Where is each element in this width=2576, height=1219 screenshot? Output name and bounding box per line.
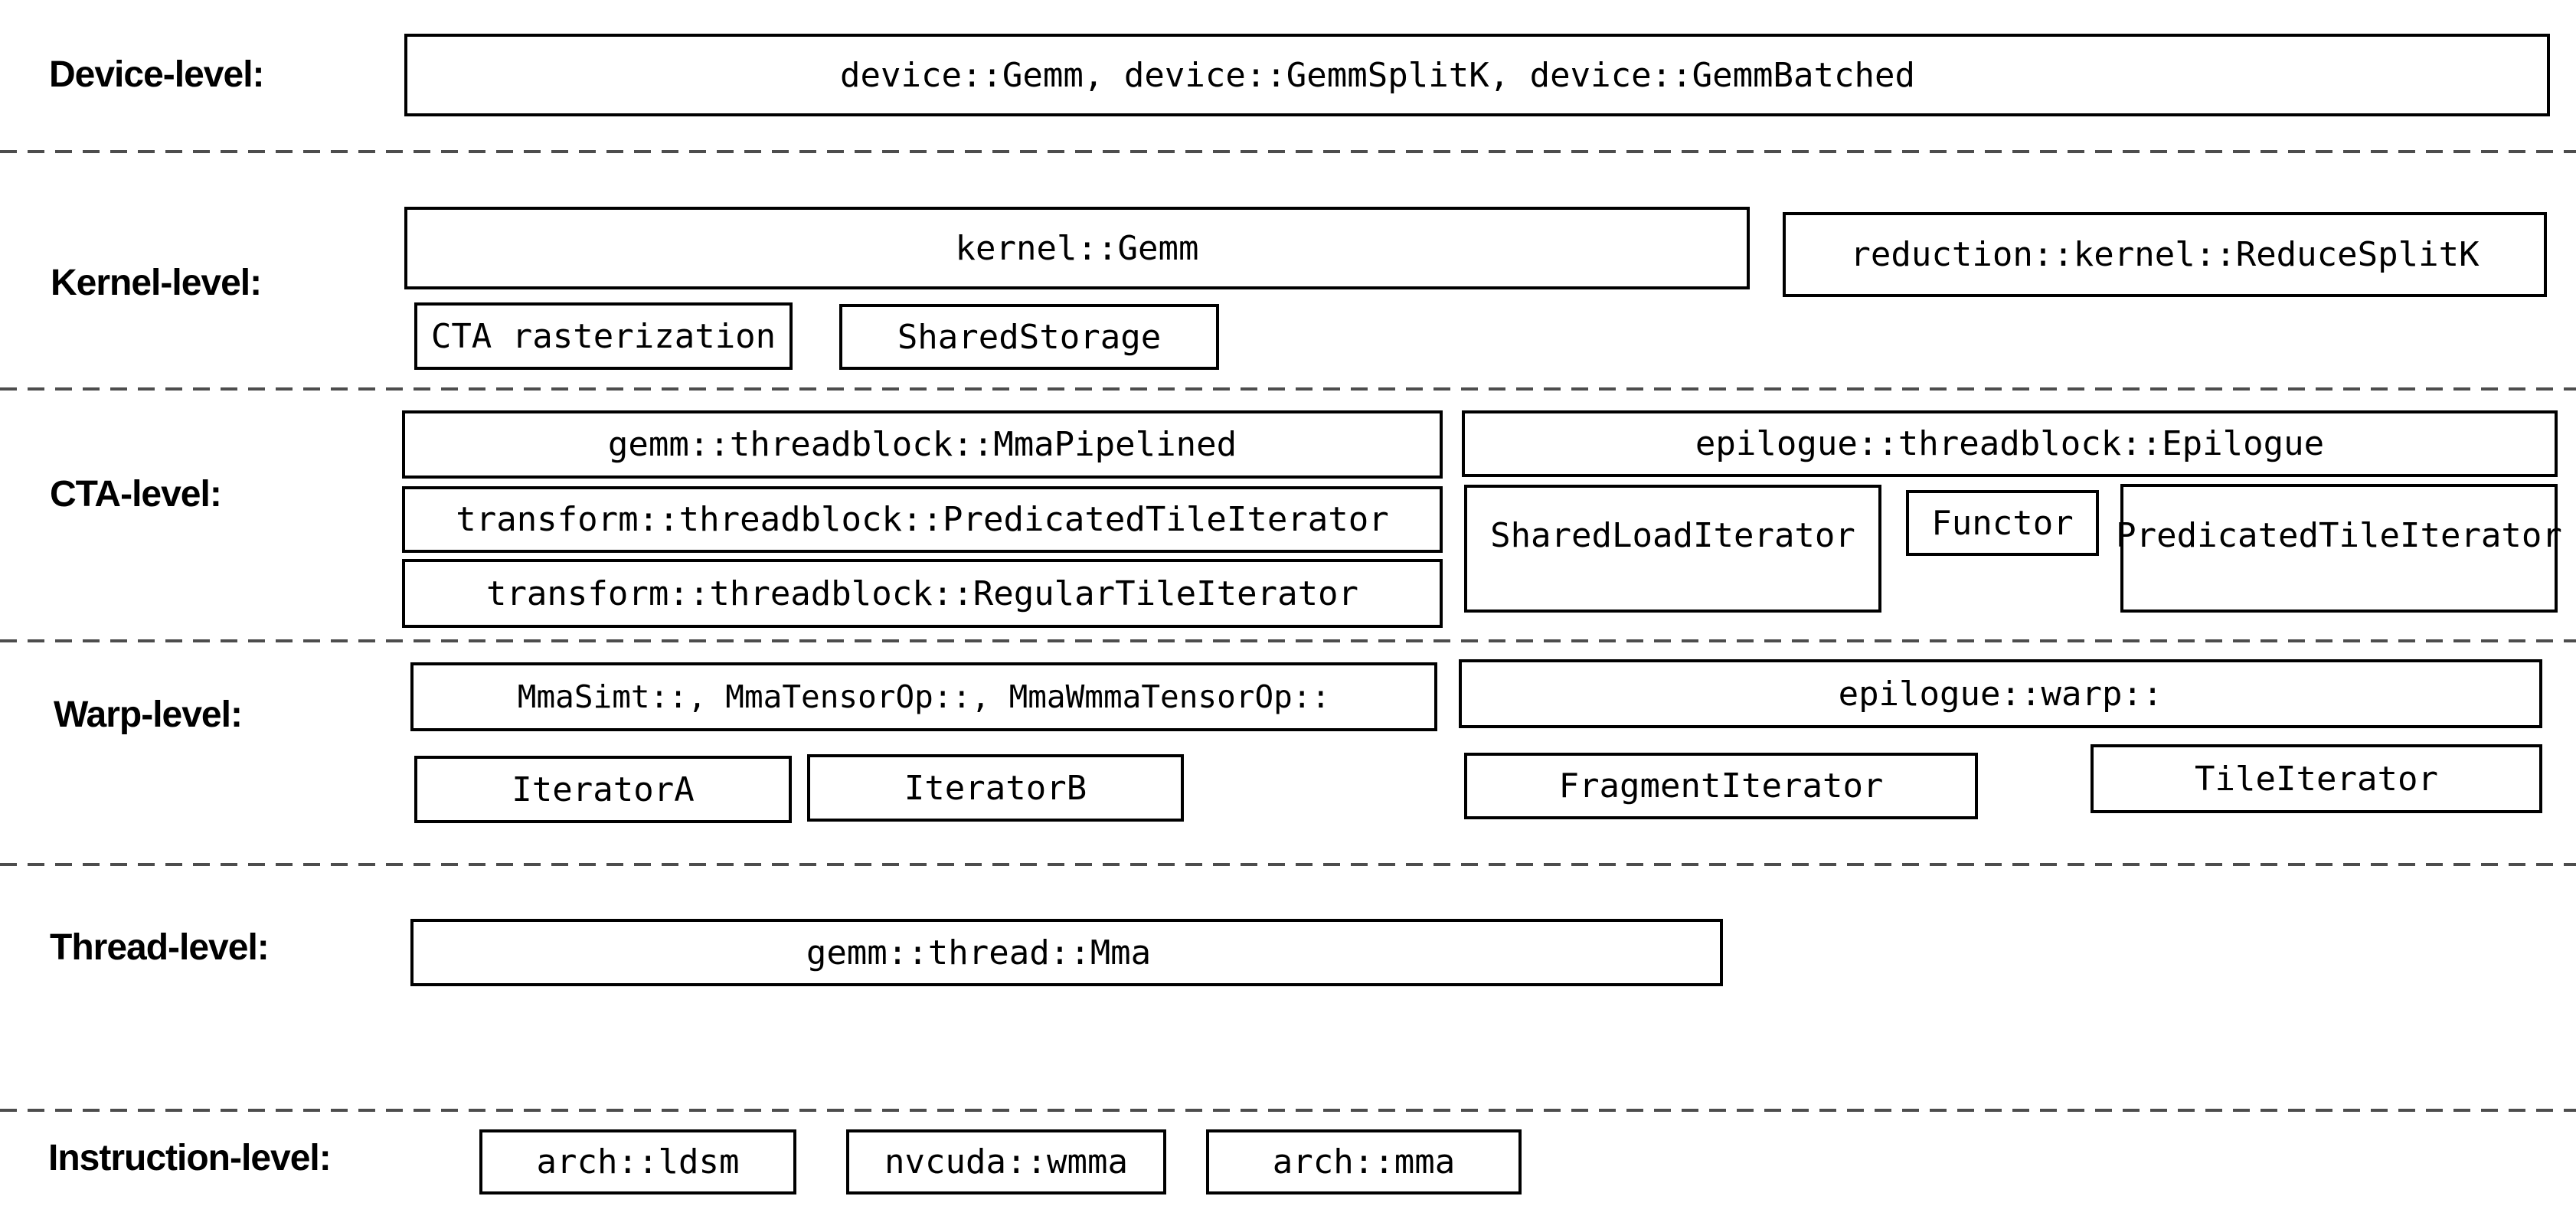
box-arch-ldsm: arch::ldsm <box>479 1129 796 1194</box>
box-transform-threadblock-predicatedtileiterator: transform::threadblock::PredicatedTileIt… <box>402 486 1443 553</box>
box-predicatedtileiterator: PredicatedTileIterator <box>2116 484 2562 613</box>
box-fragmentiterator: FragmentIterator <box>1464 753 1978 819</box>
box-iterator-b: IteratorB <box>807 754 1184 822</box>
row-label-thread-level: Thread-level: <box>50 927 270 968</box>
box-reduction-kernel-reducesplitk: reduction::kernel::ReduceSplitK <box>1783 212 2547 297</box>
box-nvcuda-wmma: nvcuda::wmma <box>846 1129 1166 1194</box>
box-iterator-a: IteratorA <box>414 756 792 823</box>
row-label-instruction-level: Instruction-level: <box>48 1138 332 1178</box>
level-separator <box>0 387 2576 391</box>
row-label-kernel-level: Kernel-level: <box>51 263 262 303</box>
row-label-device-level: Device-level: <box>49 54 265 95</box>
box-gemm-thread-mma: gemm::thread::Mma <box>410 919 1723 986</box>
level-separator <box>0 1109 2576 1112</box>
box-transform-threadblock-regulartileiterator: transform::threadblock::RegularTileItera… <box>402 559 1443 628</box>
box-epilogue-threadblock-epilogue: epilogue::threadblock::Epilogue <box>1462 410 2558 477</box>
row-label-warp-level: Warp-level: <box>54 694 243 735</box>
box-arch-mma: arch::mma <box>1206 1129 1522 1194</box>
box-device-gemm: device::Gemm, device::GemmSplitK, device… <box>404 34 2550 116</box>
row-label-cta-level: CTA-level: <box>50 474 222 515</box>
box-gemm-threadblock-mmapipelined: gemm::threadblock::MmaPipelined <box>402 410 1443 479</box>
box-epilogue-warp: epilogue::warp:: <box>1459 659 2542 728</box>
box-cta-rasterization: CTA rasterization <box>414 302 793 370</box>
box-mmasimt-mmatensorop-mmawmmatensorop: MmaSimt::, MmaTensorOp::, MmaWmmaTensorO… <box>410 662 1437 731</box>
box-functor: Functor <box>1906 490 2099 556</box>
level-separator <box>0 863 2576 866</box>
box-sharedstorage: SharedStorage <box>839 304 1219 370</box>
box-kernel-gemm: kernel::Gemm <box>404 207 1750 289</box>
level-separator <box>0 639 2576 642</box>
box-sharedloaditerator: SharedLoadIterator <box>1464 485 1881 613</box>
box-tileiterator: TileIterator <box>2091 744 2542 813</box>
level-separator <box>0 150 2576 153</box>
